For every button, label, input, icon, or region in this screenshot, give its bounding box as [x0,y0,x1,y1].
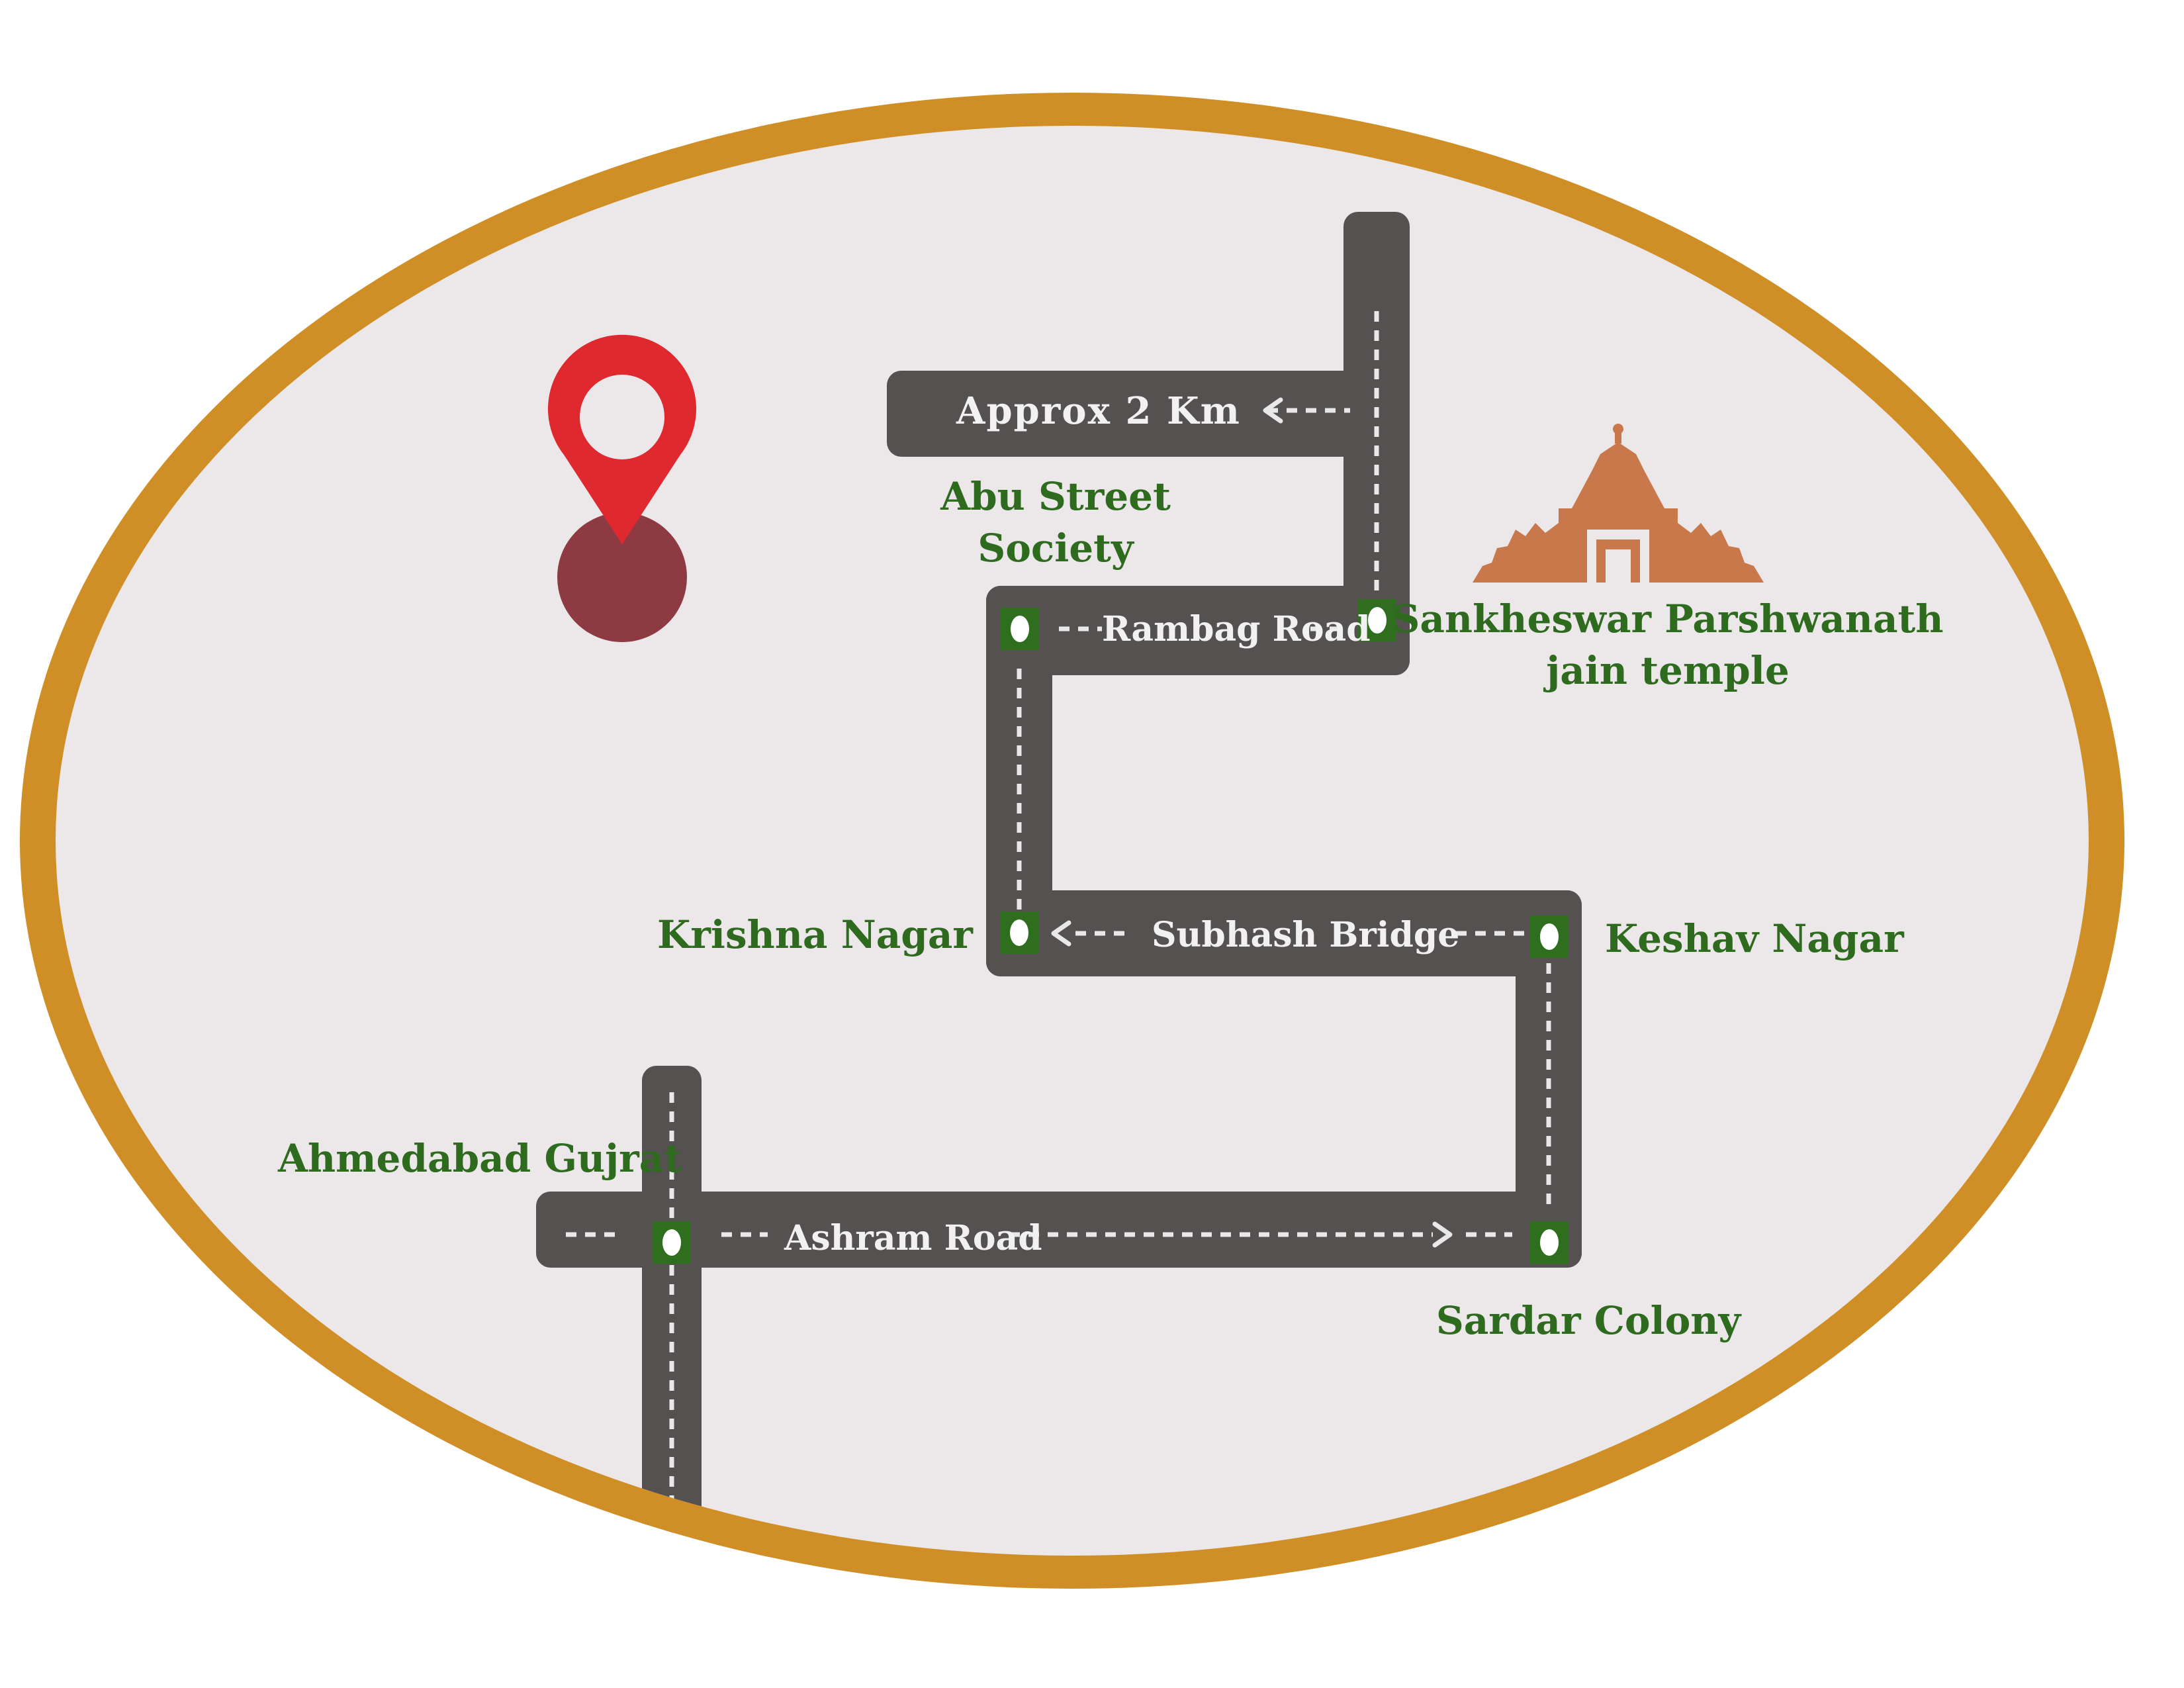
junction-rambag-west [1001,608,1039,650]
place-label-keshav-nagar: Keshav Nagar [1605,916,1905,961]
map-background [56,126,2089,1556]
location-pin-icon [548,334,696,642]
place-label-sardar-colony: Sardar Colony [1436,1298,1743,1343]
place-label-temple-2: jain temple [1543,648,1790,693]
junction-sardar-colony [1530,1221,1569,1264]
approx-arrow-icon [1263,397,1283,424]
place-label-abu-street-2: Society [978,526,1135,571]
ahmedabad-vertical-road [642,1066,702,1529]
ashram-arrow-icon [1432,1221,1453,1248]
subhash-bridge-road [986,890,1582,976]
ashram-road [536,1192,1582,1268]
krishna-connector-road [986,586,1052,976]
road-label-rambag: Rambag Road [1102,609,1371,649]
place-label-abu-street-1: Abu Street [940,474,1171,519]
junction-temple [1358,599,1396,641]
place-label-temple-1: Sankheswar Parshwanath [1392,596,1943,641]
junctions [653,599,1569,1264]
approx-road [887,371,1370,457]
road-label-ashram: Ashram Road [784,1218,1042,1258]
road-markings [566,311,1551,1516]
subhash-arrow-icon [1051,920,1071,947]
place-label-ahmedabad: Ahmedabad Gujrat [277,1136,682,1181]
distance-label: Approx 2 Km [956,389,1241,433]
temple-gopuram-icon [1473,424,1764,583]
place-label-krishna-nagar: Krishna Nagar [657,912,974,957]
junction-keshav-nagar [1530,915,1569,958]
junction-krishna-nagar [1000,912,1038,954]
rambag-road [986,586,1410,675]
junction-ahmedabad [653,1221,691,1264]
north-road [1343,212,1410,675]
road-label-subhash-bridge: Subhash Bridge [1152,915,1459,955]
